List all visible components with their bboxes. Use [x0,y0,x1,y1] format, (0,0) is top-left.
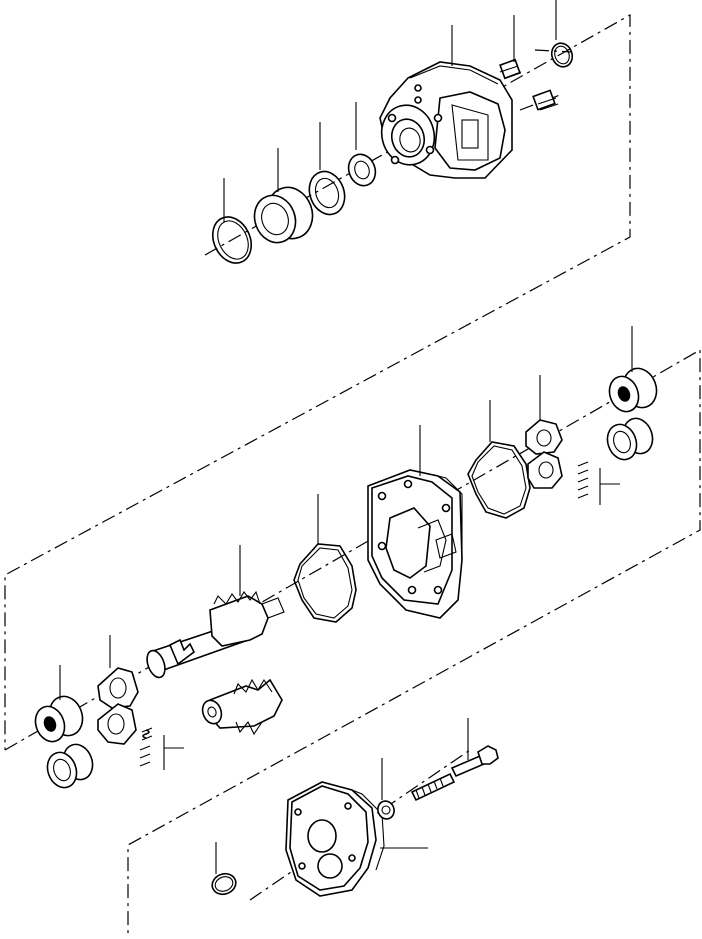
rear-cover-group [211,0,574,264]
plug-screw [499,15,522,80]
seal-ring [308,122,346,216]
o-ring [550,0,574,68]
rear-cover [379,25,513,179]
spring-set-2 [577,461,620,505]
pressure-plate [97,635,139,745]
needle-bearing-outer-race [253,148,314,244]
thrust-washer [347,102,377,187]
drive-shaft-gear [146,545,285,679]
needle-bearing [34,665,84,743]
gear-housing-group [34,326,658,789]
spring-set [139,727,184,770]
front-cover-group [211,718,499,897]
needle-bearing-2 [46,743,94,789]
stud-bolt [410,718,499,802]
needle-bearing-4 [606,417,654,461]
front-flange-cover [285,781,428,897]
gasket-2 [467,400,531,519]
washer [377,758,395,820]
fitting [532,89,559,111]
pressure-plate-2 [525,375,563,489]
gasket [293,494,357,623]
retaining-ring [211,178,253,264]
needle-bearing-3 [608,326,658,413]
driven-gear [201,678,283,736]
o-ring-2 [211,842,237,896]
gear-housing [367,425,463,619]
